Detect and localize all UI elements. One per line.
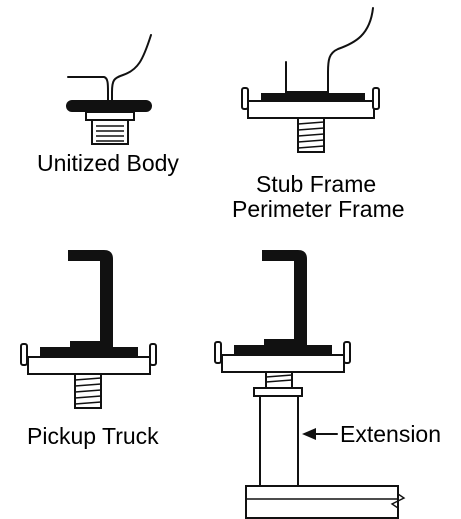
stub-frame-label: Stub Frame: [256, 171, 376, 197]
extension-saddle-right-ear: [343, 341, 351, 364]
stub-frame-member: [285, 7, 374, 93]
unitized-body-saddle: [85, 111, 135, 121]
pickup-truck-saddle-left-ear: [20, 343, 28, 366]
perimeter-frame-label: Perimeter Frame: [232, 196, 405, 222]
stub-frame-panel: Stub Frame Perimeter Frame: [232, 7, 405, 222]
extension-panel: Extension: [214, 250, 441, 519]
unitized-body-panel-edge: [67, 76, 109, 101]
unitized-body-seam: [111, 34, 152, 101]
pickup-truck-label: Pickup Truck: [27, 423, 159, 449]
extension-saddle: [221, 354, 345, 373]
extension-frame-rail: [262, 250, 307, 345]
extension-base: [245, 485, 399, 519]
extension-collar: [253, 387, 303, 397]
stub-frame-saddle-left-ear: [241, 87, 249, 110]
stub-frame-saddle-right-ear: [372, 87, 380, 110]
extension-base-break-mark: [390, 486, 406, 518]
stub-frame-rubber-pad: [261, 93, 365, 101]
unitized-body-rubber-pad: [66, 100, 152, 112]
pickup-truck-panel: Pickup Truck: [20, 250, 159, 449]
unitized-body-post: [91, 119, 129, 145]
unitized-body-panel: Unitized Body: [37, 34, 179, 176]
extension-rubber-pad: [234, 345, 332, 355]
unitized-body-label: Unitized Body: [37, 150, 179, 176]
extension-tube: [259, 395, 299, 487]
stub-frame-saddle: [247, 100, 375, 119]
pickup-truck-rubber-pad: [40, 347, 138, 357]
pickup-truck-saddle: [27, 356, 151, 375]
extension-label: Extension: [340, 421, 441, 447]
extension-saddle-left-ear: [214, 341, 222, 364]
extension-leader-arrowhead: [302, 428, 316, 440]
pickup-truck-frame-rail: [68, 250, 113, 347]
pickup-truck-saddle-right-ear: [149, 343, 157, 366]
